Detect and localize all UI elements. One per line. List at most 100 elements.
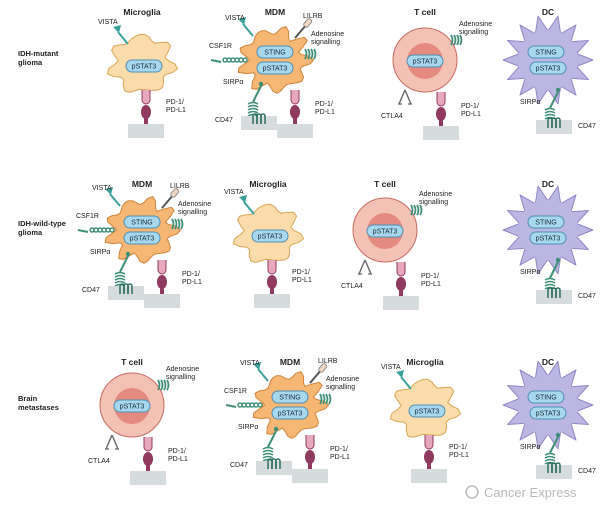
cell-tcell: T cellpSTAT3AdenosinesignallingCTLA4PD-1… [381, 7, 492, 140]
pd1-label: PD-L1 [330, 454, 350, 461]
pd1-receptor-icon [141, 90, 151, 105]
adenosine-receptor-icon [157, 379, 170, 391]
adenosine-label: signalling [326, 384, 355, 391]
pdl1-stalk [308, 461, 312, 471]
ctla4-receptor-icon [398, 89, 412, 105]
cd47-label: CD47 [82, 287, 100, 294]
pd1-label: PD-1/ [168, 448, 186, 455]
marker-pill [251, 229, 289, 243]
marker-label: pSTAT3 [258, 234, 283, 241]
vista-receptor-icon [396, 370, 404, 378]
cd47-icon [555, 462, 561, 473]
sirpa-stalk [549, 261, 559, 279]
adenosine-receptor-icon [304, 48, 317, 60]
ctla4-label: CTLA4 [381, 113, 403, 120]
mdm-cell-body [252, 370, 330, 439]
vista-stalk [243, 201, 255, 215]
sirpa-receptor-icon [262, 446, 274, 462]
mdm-cell-body [104, 195, 182, 264]
pdl1-stalk [293, 116, 297, 126]
marker-pill [113, 399, 151, 413]
watermark: Cancer Express [465, 485, 577, 500]
adenosine-label: Adenosine [178, 201, 211, 208]
partner-cell-icon [130, 471, 166, 485]
cell-title: DC [542, 179, 554, 189]
pd1-label: PD-1/ [449, 444, 467, 451]
pdl1-stalk [160, 286, 164, 296]
marker-pill [527, 215, 565, 229]
pd1-receptor-icon [305, 435, 315, 450]
vista-receptor-icon [113, 25, 121, 33]
marker-label: pSTAT3 [120, 404, 145, 411]
csf1r-receptor-icon [89, 227, 115, 233]
cell-title: Microglia [123, 7, 161, 17]
marker-label: pSTAT3 [373, 229, 398, 236]
lilrb-label: LILRB [170, 183, 190, 190]
pd1-receptor-icon [424, 435, 434, 450]
adenosine-label: signalling [419, 199, 448, 206]
cd47-label: CD47 [578, 123, 596, 130]
sirpa-label: SIRPα [520, 444, 540, 451]
adenosine-receptor-icon [410, 204, 423, 216]
pd1-label: PD-L1 [166, 107, 186, 114]
vista-label: VISTA [225, 15, 245, 22]
pdl1-ligand-icon [157, 275, 167, 289]
sirpa-stalk [267, 430, 277, 448]
cell-title: MDM [132, 179, 152, 189]
pdl1-ligand-icon [267, 275, 277, 289]
pdl1-ligand-icon [143, 452, 153, 466]
sirpa-receptor-icon [544, 107, 556, 123]
vista-label: VISTA [98, 19, 118, 26]
marker-label: STING [131, 220, 152, 227]
dc-core [518, 200, 578, 260]
cd47-label: CD47 [578, 468, 596, 475]
csf1r-stalk [77, 229, 89, 233]
marker-pill [529, 61, 567, 75]
row-label: IDH-mutant [18, 49, 59, 58]
lilrb-receptor-icon [318, 363, 328, 373]
adenosine-receptor-icon [319, 393, 332, 405]
sirpa-receptor-icon [114, 271, 126, 287]
pd1-label: PD-1/ [292, 269, 310, 276]
sirpa-stalk [119, 255, 129, 273]
partner-cell-icon [241, 116, 277, 130]
sirpa-label: SIRPα [238, 424, 258, 431]
marker-pill [256, 45, 294, 59]
cell-title: T cell [374, 179, 396, 189]
pd1-receptor-icon [143, 437, 153, 452]
vista-stalk [400, 376, 412, 390]
marker-label: pSTAT3 [536, 66, 561, 73]
pd1-label: PD-1/ [421, 273, 439, 280]
partner-cell-icon [411, 469, 447, 483]
csf1r-stalk [210, 59, 222, 63]
vista-stalk [242, 23, 254, 37]
dc-core [518, 30, 578, 90]
pd1-label: PD-1/ [182, 271, 200, 278]
cd47-label: CD47 [578, 293, 596, 300]
ctla4-label: CTLA4 [88, 458, 110, 465]
pdl1-stalk [146, 463, 150, 473]
cd47-label: CD47 [230, 462, 248, 469]
pdl1-stalk [270, 286, 274, 296]
marker-label: pSTAT3 [536, 411, 561, 418]
sirpa-receptor-icon [544, 277, 556, 293]
marker-label: STING [535, 50, 556, 57]
pd1-label: PD-L1 [292, 277, 312, 284]
pdl1-ligand-icon [424, 450, 434, 464]
sirpa-stalk [549, 436, 559, 454]
pd1-label: PD-1/ [330, 446, 348, 453]
partner-cell-icon [277, 124, 313, 138]
row-label: IDH-wild-type [18, 219, 66, 228]
sirpa-label: SIRPα [520, 99, 540, 106]
pdl1-ligand-icon [141, 105, 151, 119]
pd1-label: PD-L1 [315, 109, 335, 116]
marker-pill [406, 54, 444, 68]
pd1-receptor-icon [290, 90, 300, 105]
pd1-receptor-icon [436, 92, 446, 107]
